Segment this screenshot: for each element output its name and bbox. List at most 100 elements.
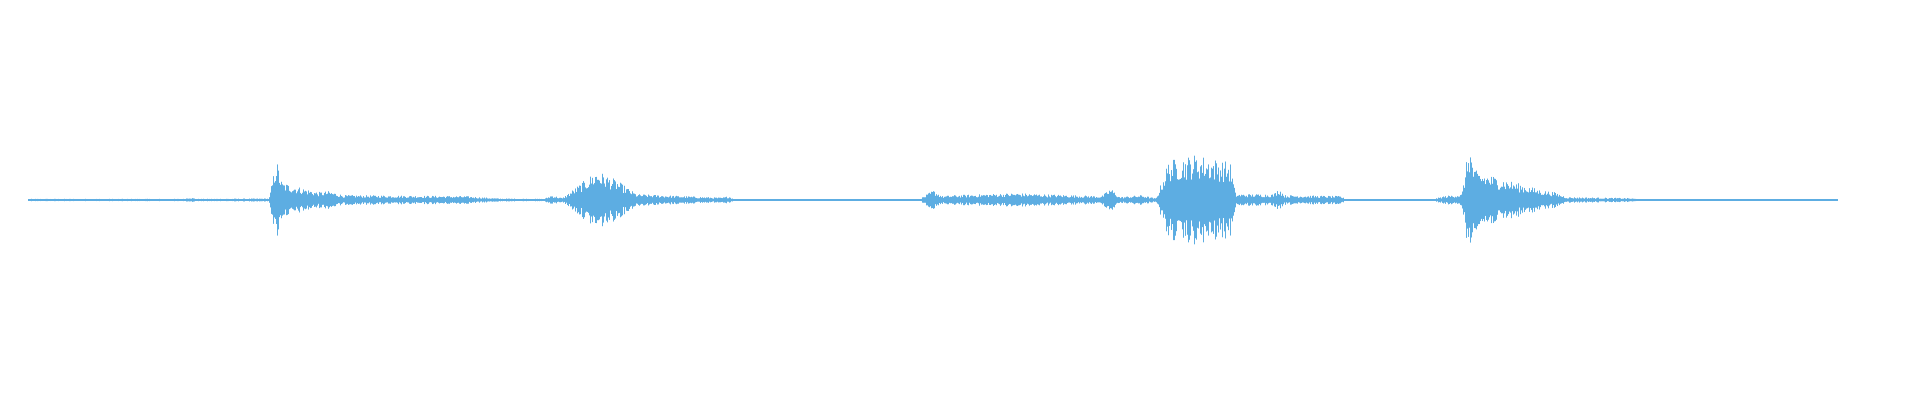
waveform-sample <box>265 198 266 202</box>
waveform-sample <box>926 194 927 206</box>
waveform-sample <box>588 187 589 213</box>
waveform-sample <box>1770 199 1771 201</box>
waveform-sample <box>405 196 406 204</box>
waveform-sample <box>364 197 365 203</box>
waveform-sample <box>1208 164 1209 236</box>
waveform-sample <box>988 197 989 203</box>
waveform-sample <box>46 198 47 202</box>
waveform-sample <box>393 197 394 203</box>
waveform-sample <box>771 199 772 201</box>
waveform-sample <box>1570 197 1571 203</box>
waveform-sample <box>819 199 820 201</box>
waveform-sample <box>927 194 928 206</box>
waveform-sample <box>278 170 279 230</box>
waveform-sample <box>1288 197 1289 203</box>
waveform-sample <box>1321 195 1322 205</box>
waveform-sample <box>502 198 503 202</box>
waveform-sample <box>853 199 854 201</box>
waveform-sample <box>607 177 608 223</box>
waveform-sample <box>1213 166 1214 234</box>
waveform-sample <box>789 199 790 201</box>
waveform-sample <box>1553 194 1554 206</box>
waveform-sample <box>1316 197 1317 203</box>
waveform-sample <box>1484 178 1485 222</box>
waveform-sample <box>342 196 343 204</box>
waveform-sample <box>84 199 85 201</box>
waveform-sample <box>1463 185 1464 215</box>
waveform-sample <box>1105 192 1106 208</box>
waveform-sample <box>1397 199 1398 201</box>
waveform-sample <box>954 195 955 205</box>
waveform-sample <box>719 197 720 203</box>
waveform-sample <box>1003 194 1004 206</box>
waveform-sample <box>125 199 126 201</box>
waveform-sample <box>1160 185 1161 215</box>
waveform-sample <box>770 199 771 201</box>
waveform-sample <box>1736 199 1737 201</box>
waveform-sample <box>1593 198 1594 202</box>
waveform-sample <box>1733 199 1734 201</box>
waveform-sample <box>113 199 114 201</box>
waveform-sample <box>1483 180 1484 220</box>
waveform-sample <box>697 198 698 202</box>
waveform-sample <box>1395 199 1396 201</box>
waveform-sample <box>1232 178 1233 222</box>
waveform-sample <box>838 199 839 201</box>
waveform-sample <box>568 193 569 207</box>
waveform-sample <box>953 196 954 204</box>
waveform-sample <box>713 198 714 202</box>
waveform-sample <box>556 196 557 204</box>
waveform-sample <box>1762 199 1763 201</box>
waveform-sample <box>1611 197 1612 203</box>
waveform-sample <box>1713 199 1714 201</box>
waveform-sample <box>707 197 708 203</box>
waveform-sample <box>166 199 167 201</box>
waveform-sample <box>1171 170 1172 230</box>
waveform-sample <box>1372 199 1373 201</box>
waveform-sample <box>701 198 702 202</box>
waveform-sample <box>1048 194 1049 206</box>
waveform-sample <box>745 199 746 201</box>
waveform-sample <box>808 199 809 201</box>
waveform-sample <box>595 177 596 223</box>
waveform-sample <box>1203 157 1204 243</box>
waveform-sample <box>640 195 641 205</box>
waveform-sample <box>1624 198 1625 202</box>
waveform-sample <box>869 199 870 201</box>
waveform-sample <box>1516 184 1517 216</box>
waveform-sample <box>112 198 113 202</box>
waveform-sample <box>1119 197 1120 203</box>
waveform-sample <box>202 199 203 201</box>
waveform-sample <box>1690 199 1691 201</box>
waveform-sample <box>1809 199 1810 201</box>
waveform-sample <box>1324 196 1325 204</box>
waveform-sample <box>120 199 121 201</box>
waveform-sample <box>1053 194 1054 206</box>
waveform-sample <box>731 198 732 202</box>
waveform-sample <box>915 199 916 201</box>
waveform-sample <box>1766 199 1767 201</box>
waveform-sample <box>1704 199 1705 201</box>
waveform-sample <box>1774 199 1775 201</box>
waveform-sample <box>522 198 523 202</box>
waveform-sample <box>822 199 823 201</box>
waveform-sample <box>1420 199 1421 201</box>
waveform-sample <box>284 185 285 215</box>
waveform-sample <box>1260 194 1261 206</box>
waveform-sample <box>218 199 219 201</box>
waveform-sample <box>705 198 706 202</box>
waveform-sample <box>1462 191 1463 209</box>
waveform-sample <box>1004 196 1005 204</box>
waveform-sample <box>380 197 381 203</box>
waveform-sample <box>227 198 228 202</box>
waveform-sample <box>554 197 555 203</box>
waveform-sample <box>1559 194 1560 206</box>
waveform-sample <box>1596 198 1597 202</box>
waveform-sample <box>503 199 504 201</box>
waveform-sample <box>1598 197 1599 203</box>
waveform-sample <box>620 182 621 218</box>
waveform-sample <box>346 195 347 205</box>
waveform-sample <box>453 196 454 204</box>
waveform-sample <box>356 195 357 205</box>
waveform-sample <box>1170 181 1171 219</box>
